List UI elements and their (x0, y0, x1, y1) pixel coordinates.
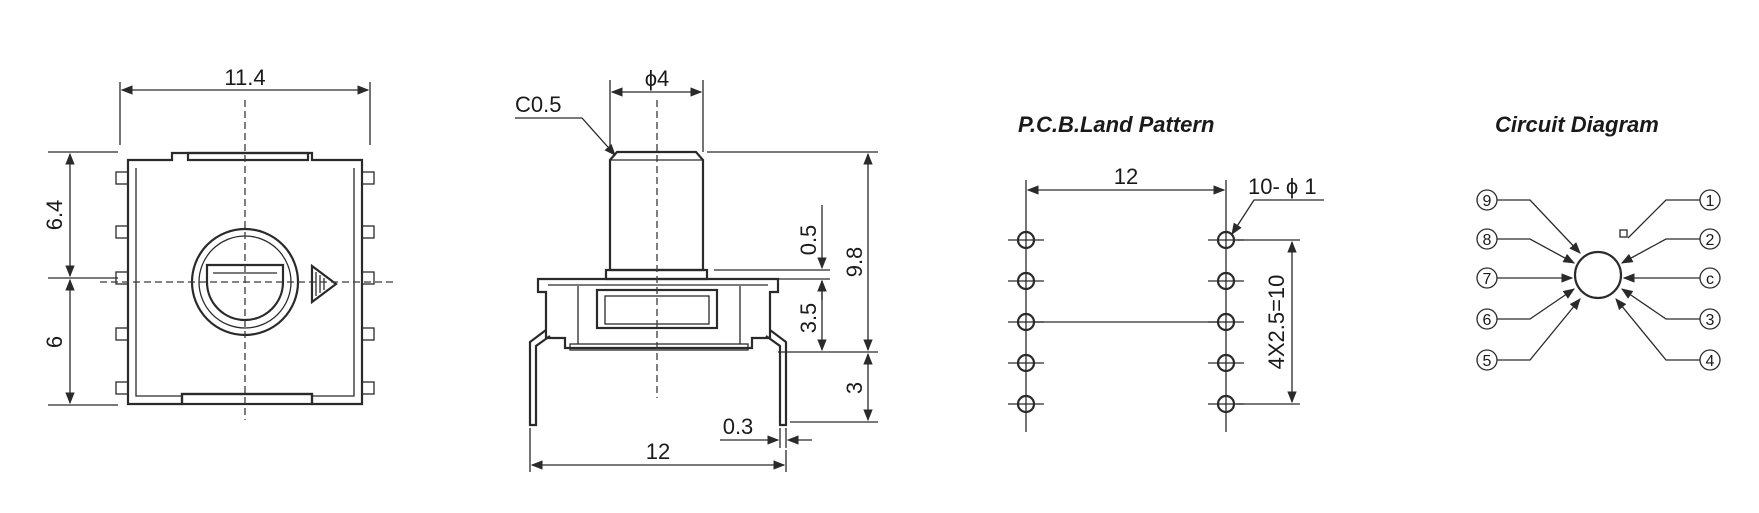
top-view: 11.4 6.4 6 (42, 65, 395, 420)
pin-3-label: 3 (1706, 312, 1715, 329)
top-terminals-left (115, 171, 129, 395)
body-height-label: 3.5 (796, 303, 821, 334)
total-height-label: 9.8 (842, 247, 867, 278)
leg-length-label: 3 (842, 382, 867, 394)
circuit-left-pins: 9 8 7 6 5 (1476, 189, 1581, 371)
pin-6-label: 6 (1483, 312, 1492, 329)
top-width-label: 11.4 (224, 65, 265, 90)
pin-1-label: 1 (1706, 193, 1715, 210)
circuit-right-pins: 1 2 c 3 4 (1615, 189, 1721, 371)
pcb-spacing-label: 12 (1114, 164, 1138, 189)
top-terminals-right (361, 171, 375, 395)
gap-label: 0.5 (796, 225, 821, 256)
top-upper-height-label: 6.4 (42, 200, 67, 231)
circuit-diagram: Circuit Diagram 9 8 7 6 5 (1476, 112, 1721, 371)
pin-7-label: 7 (1483, 271, 1492, 288)
direction-arrow-icon (310, 263, 338, 305)
side-width-label: 12 (646, 439, 670, 464)
pcb-pitch-label: 4X2.5=10 (1264, 275, 1289, 370)
pin-9-label: 9 (1483, 193, 1492, 210)
side-view: ϕ4 C0.5 9.8 0.5 3.5 3 (515, 66, 878, 472)
left-leg (528, 329, 551, 427)
pin-2-label: 2 (1706, 232, 1715, 249)
chamfer-label: C0.5 (515, 92, 561, 117)
pcb-holes-label: 10- ϕ 1 (1248, 174, 1317, 199)
pcb-land-pattern: P.C.B.Land Pattern 12 10- ϕ 1 (1008, 112, 1324, 432)
leg-thickness-label: 0.3 (723, 414, 754, 439)
right-leg (765, 329, 788, 427)
pin-8-label: 8 (1483, 232, 1492, 249)
pcb-title: P.C.B.Land Pattern (1018, 112, 1214, 137)
common-contact (1573, 250, 1623, 300)
knob-flat (205, 263, 285, 322)
side-body (536, 277, 780, 350)
pin-5-label: 5 (1483, 353, 1492, 370)
circuit-title: Circuit Diagram (1495, 112, 1659, 137)
shaft-diameter-label: ϕ4 (645, 66, 670, 91)
pin-c-label: c (1706, 271, 1714, 288)
pin-4-label: 4 (1706, 353, 1715, 370)
index-marker (1619, 229, 1628, 238)
top-lower-height-label: 6 (42, 336, 67, 348)
